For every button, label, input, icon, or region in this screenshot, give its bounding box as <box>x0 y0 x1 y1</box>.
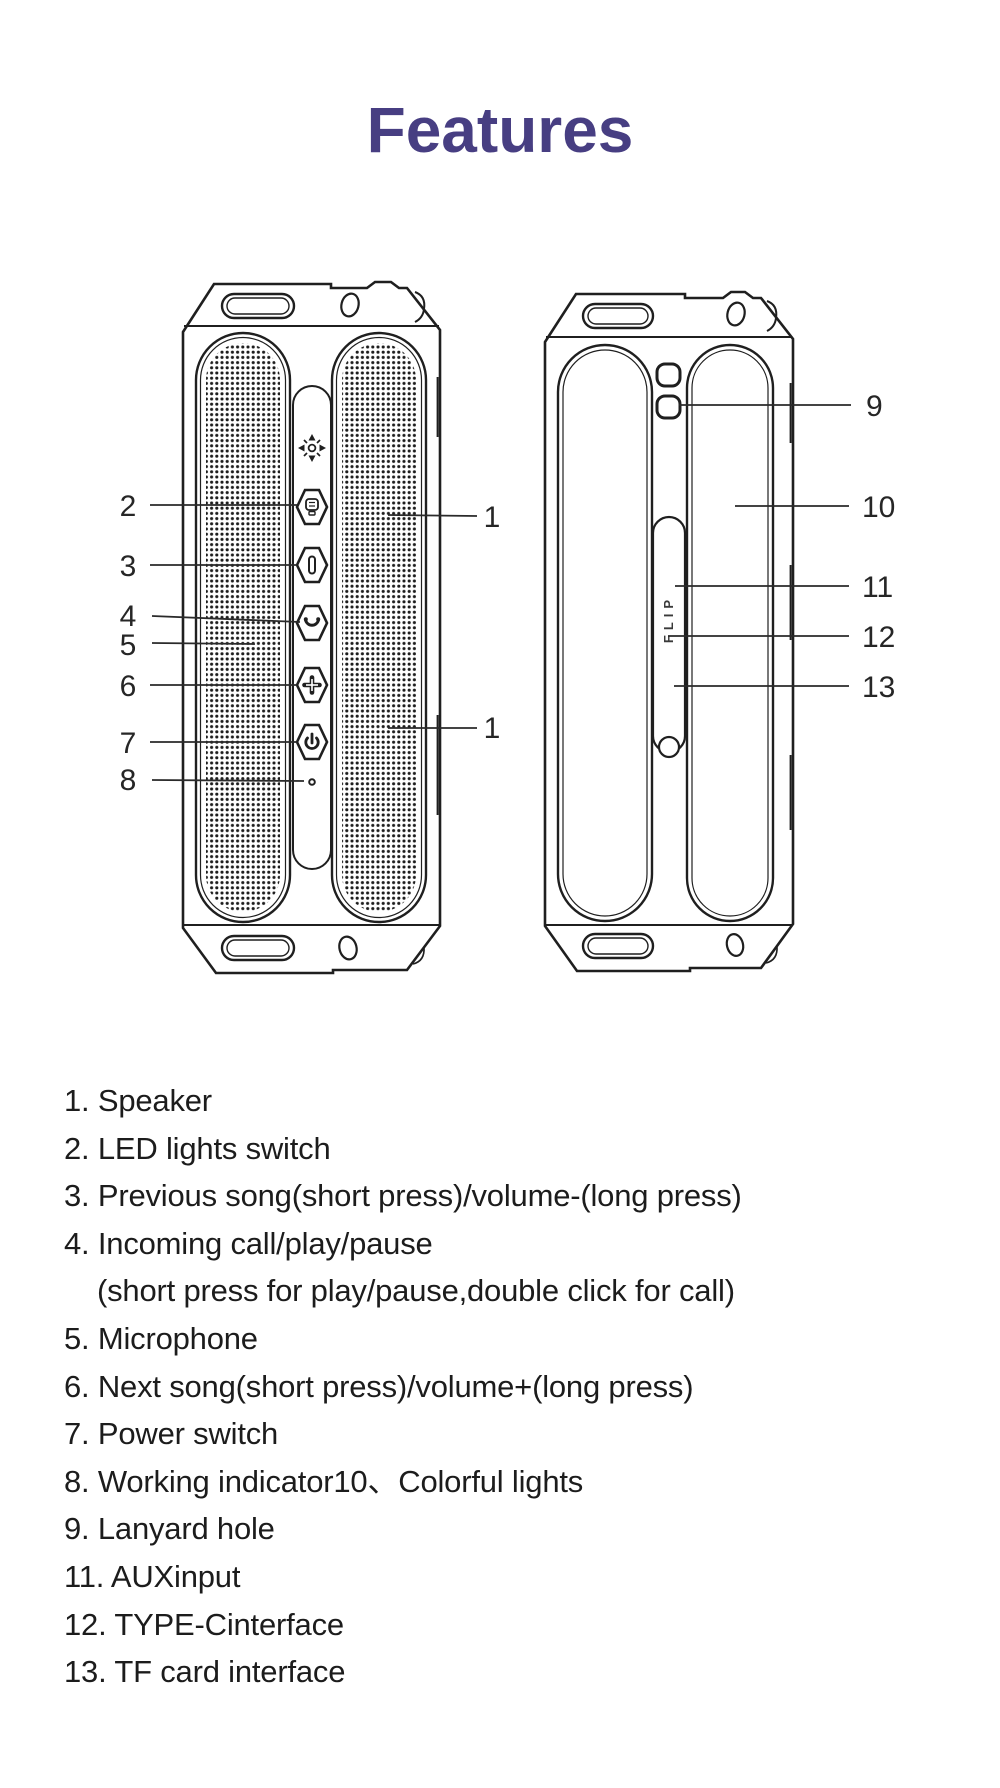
speaker-grille-right <box>330 331 428 924</box>
lanyard-slot-bottom <box>581 932 655 960</box>
callout-lanyard-hole: 9 <box>866 390 883 423</box>
lanyard-slot-bottom <box>220 934 296 962</box>
led-light-icon <box>298 434 326 462</box>
feature-power-switch: 7. Power switch <box>64 1416 279 1452</box>
corner-curl-icon <box>766 300 778 332</box>
corner-curl-bottom-icon <box>765 945 778 964</box>
callout-indicator: 8 <box>120 764 137 797</box>
feature-speaker: 1. Speaker <box>64 1083 212 1118</box>
call-play-button <box>295 604 329 642</box>
feature-incoming-call-note: (short press for play/pause,double click… <box>97 1273 735 1309</box>
flip-cover-label: FLIP <box>661 595 676 643</box>
cord-hole-bottom <box>338 935 358 961</box>
cord-hole <box>726 301 746 327</box>
leader-lines <box>150 404 851 782</box>
lanyard-slot <box>220 292 296 320</box>
speaker-grille-left <box>194 331 292 924</box>
lanyard-hole-top <box>655 362 682 388</box>
callout-speaker-top: 1 <box>484 501 501 534</box>
callout-led-switch: 2 <box>120 490 137 523</box>
device-outline <box>181 280 442 975</box>
callout-tf-card: 13 <box>862 671 895 704</box>
working-indicator-dot <box>308 778 316 786</box>
feature-prev-song: 3. Previous song(short press)/volume-(lo… <box>64 1178 742 1214</box>
lanyard-slot <box>581 302 655 330</box>
device-outline <box>543 290 795 973</box>
page-title: Features <box>366 94 634 166</box>
callout-incoming-call: 4 <box>120 600 137 633</box>
feature-microphone: 5. Microphone <box>64 1320 258 1356</box>
callout-power-switch: 7 <box>120 727 137 760</box>
feature-aux-input: 11. AUXinput <box>64 1558 241 1594</box>
cord-hole-bottom <box>725 933 745 957</box>
callout-next-song: 6 <box>120 670 137 703</box>
callout-microphone: 5 <box>120 629 137 662</box>
lanyard-slot-inner <box>226 297 290 315</box>
callout-prev-song: 3 <box>120 550 137 583</box>
back-panel-right <box>685 343 775 923</box>
features-list: 1. Speaker 2. LED lights switch 3. Previ… <box>64 1077 964 1696</box>
lanyard-slot-inner <box>587 307 649 325</box>
prev-song-button <box>295 546 329 584</box>
lanyard-slot-bottom-inner <box>226 939 290 957</box>
callout-type-c: 12 <box>862 621 895 654</box>
callout-speaker-bottom: 1 <box>484 712 501 745</box>
led-switch-button <box>295 488 329 526</box>
lanyard-slot-bottom-inner <box>587 937 649 955</box>
feature-lanyard-hole: 9. Lanyard hole <box>64 1511 275 1547</box>
speaker-back-view: FLIP <box>543 290 795 973</box>
feature-working-indicator: 8. Working indicator10、Colorful lights <box>64 1463 584 1499</box>
feature-type-c: 12. TYPE-Cinterface <box>64 1606 344 1642</box>
feature-led-switch: 2. LED lights switch <box>64 1130 331 1166</box>
feature-tf-card: 13. TF card interface <box>64 1654 346 1690</box>
callout-colorful-lights: 10 <box>862 491 895 524</box>
callout-labels: 2 3 4 5 6 7 8 1 1 9 10 11 12 13 <box>120 390 896 797</box>
corner-curl-bottom-icon <box>412 946 425 965</box>
speaker-front-view <box>181 280 442 975</box>
features-diagram: FLIP 2 <box>120 280 896 975</box>
power-button <box>295 723 329 761</box>
flip-cover-tab <box>657 735 681 759</box>
next-song-button <box>295 666 329 704</box>
lanyard-hole-bottom <box>655 394 682 420</box>
callout-aux-input: 11 <box>862 571 893 604</box>
back-panel-left <box>556 343 654 923</box>
feature-next-song: 6. Next song(short press)/volume+(long p… <box>64 1368 694 1404</box>
feature-incoming-call: 4. Incoming call/play/pause <box>64 1225 433 1261</box>
corner-curl-icon <box>414 291 426 323</box>
cord-hole <box>340 292 360 318</box>
